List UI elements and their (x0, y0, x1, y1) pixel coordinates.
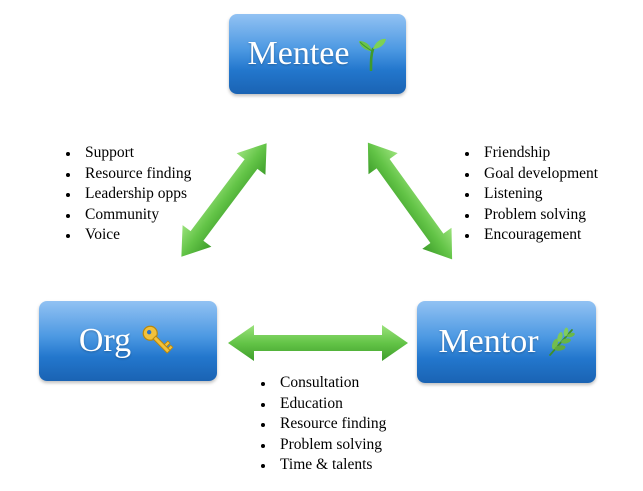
arrow-org-mentor (228, 325, 408, 361)
seedling-icon (357, 37, 387, 72)
list-item: Support (64, 143, 191, 164)
mentor-label: Mentor (438, 323, 539, 360)
mentee-label: Mentee (247, 35, 350, 72)
mentor-node: Mentor (417, 301, 596, 383)
list-item: Problem solving (259, 435, 386, 456)
mentee-mentor-benefits-list: Friendship Goal development Listening Pr… (463, 143, 598, 246)
arrow-mentee-mentor (367, 142, 453, 260)
herb-icon (547, 327, 575, 357)
org-label: Org (78, 322, 132, 359)
list-item: Problem solving (463, 205, 598, 226)
mentee-node: Mentee (229, 14, 406, 94)
list-item: Resource finding (64, 164, 191, 185)
list-item: Voice (64, 225, 191, 246)
list-item: Friendship (463, 143, 598, 164)
key-icon (139, 322, 177, 360)
arrow-org-mentee (181, 143, 267, 257)
list-item: Education (259, 394, 386, 415)
org-mentee-benefits-list: Support Resource finding Leadership opps… (64, 143, 191, 246)
list-item: Leadership opps (64, 184, 191, 205)
list-item: Community (64, 205, 191, 226)
org-mentor-benefits-list: Consultation Education Resource finding … (259, 373, 386, 476)
list-item: Encouragement (463, 225, 598, 246)
list-item: Goal development (463, 164, 598, 185)
list-item: Time & talents (259, 455, 386, 476)
list-item: Resource finding (259, 414, 386, 435)
org-node: Org (39, 301, 217, 381)
list-item: Listening (463, 184, 598, 205)
list-item: Consultation (259, 373, 386, 394)
